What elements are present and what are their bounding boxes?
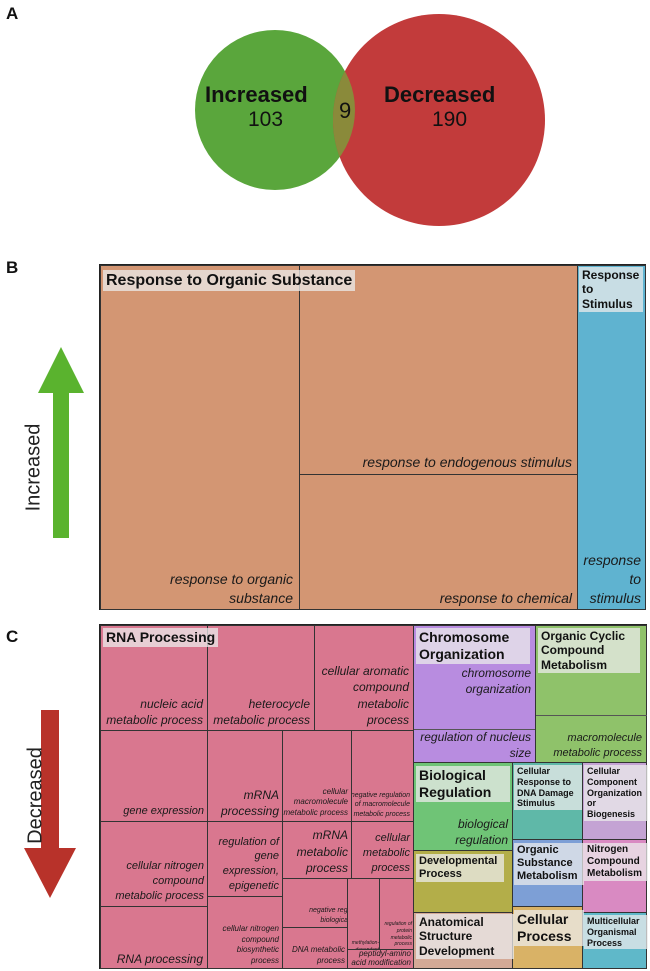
cell-regulation-protein: regulation of protein metabolic process [379, 878, 414, 950]
down-arrow-icon [24, 710, 76, 898]
panel-label-a: A [6, 4, 19, 23]
header-anatomical-structure: Anatomical Structure Development [416, 914, 514, 960]
term-cellular-nitrogen-compound-biosynthetic: cellular nitrogen compound biosynthetic … [222, 923, 279, 966]
cell-cellular-nitrogen: cellular nitrogen compound metabolic pro… [100, 821, 208, 907]
cell-cellular-metabolic: cellular metabolic process [351, 821, 414, 879]
cell-heterocycle-metabolic: heterocycle metabolic process [207, 625, 315, 731]
treemap-cell-organic-substance: response to organic substance [100, 265, 300, 610]
cell-gene-expression: gene expression [100, 730, 208, 822]
header-biological-regulation: Biological Regulation [416, 766, 510, 802]
venn-left-count: 103 [248, 108, 284, 131]
header-dna-damage: Cellular Response to DNA Damage Stimulus [514, 765, 582, 811]
decreased-arrow [24, 710, 76, 898]
axis-label-decreased: Decreased [24, 747, 47, 844]
venn-circle-increased [195, 30, 355, 190]
term-heterocycle-metabolic-process: heterocycle metabolic process [213, 696, 310, 727]
term-response-to-stimulus: response to stimulus [583, 552, 641, 607]
cell-mrna-metabolic: mRNA metabolic process [282, 821, 352, 879]
venn-right-count: 190 [432, 108, 468, 131]
increased-arrow [38, 347, 84, 538]
venn-right-label: Decreased [384, 82, 496, 107]
axis-label-increased: Increased [22, 423, 45, 512]
term-nucleic-acid-metabolic-process: nucleic acid metabolic process [106, 696, 203, 727]
header-chromosome-organization: Chromosome Organization [416, 628, 530, 664]
term-biological-regulation: biological regulation [455, 816, 508, 847]
cell-negative-regulation-macromolecule: negative regulation of macromolecule met… [351, 730, 414, 822]
divider-macromolecule [536, 715, 647, 716]
term-response-to-organic-substance: response to organic substance [170, 571, 293, 607]
treemap-cell-stimulus: response to stimulus [577, 265, 646, 610]
up-arrow-icon [38, 347, 84, 538]
header-organic-substance-metabolism: Organic Substance Metabolism [514, 843, 584, 885]
treemap-cell-endogenous: response to endogenous stimulus [299, 265, 578, 475]
cell-dna-metabolic: DNA metabolic process [282, 927, 348, 969]
cell-cellular-aromatic: cellular aromatic compound metabolic pro… [314, 625, 414, 731]
term-cellular-metabolic-process: cellular metabolic process [362, 832, 410, 875]
header-multicellular-organismal: Multicellular Organismal Process [584, 915, 648, 950]
cell-cellular-macromolecule: cellular macromolecule metabolic process [282, 730, 352, 822]
divider-nucleus-size [414, 729, 536, 730]
header-response-to-organic-substance: Response to Organic Substance [103, 270, 356, 292]
term-peptidyl-amino-acid-modification: peptidyl-amino acid modification [351, 949, 411, 968]
term-cellular-aromatic-compound-metabolic-process: cellular aromatic compound metabolic pro… [321, 664, 409, 727]
term-mrna-metabolic-process: mRNA metabolic process [296, 828, 348, 875]
panel-label-c: C [6, 627, 19, 646]
header-response-to-stimulus: Response to Stimulus [579, 267, 643, 313]
cell-cellular-nitrogen-biosynthetic: cellular nitrogen compound biosynthetic … [207, 896, 283, 969]
term-negative-regulation-macromolecule: negative regulation of macromolecule met… [351, 791, 410, 818]
term-macromolecule-metabolic-process: macromolecule metabolic process [553, 732, 642, 760]
term-cellular-nitrogen-compound-metabolic-process: cellular nitrogen compound metabolic pro… [115, 860, 204, 903]
venn-left-label: Increased [205, 82, 308, 107]
term-response-to-endogenous-stimulus: response to endogenous stimulus [362, 454, 572, 471]
term-gene-expression: gene expression [123, 805, 204, 818]
venn-circle-decreased [333, 14, 545, 226]
header-nitrogen-compound-metabolism: Nitrogen Compound Metabolism [584, 843, 648, 881]
header-developmental-process: Developmental Process [416, 854, 504, 883]
venn-overlap-count: 9 [339, 98, 352, 123]
header-rna-processing: RNA Processing [103, 628, 219, 647]
header-organic-cyclic-compound: Organic Cyclic Compound Metabolism [538, 628, 640, 674]
term-regulation-of-protein-metabolic-process: regulation of protein metabolic process [384, 921, 412, 948]
header-cellular-process: Cellular Process [514, 910, 584, 946]
cell-mrna-processing: mRNA processing [207, 730, 283, 822]
cell-peptidyl-amino-acid: peptidyl-amino acid modification [347, 949, 414, 969]
term-mrna-processing: mRNA processing [220, 787, 279, 818]
term-dna-metabolic-process: DNA metabolic process [291, 945, 345, 966]
panel-label-b: B [6, 258, 19, 277]
cell-regulation-gene-expression: regulation of gene expression, epigeneti… [207, 821, 283, 897]
cell-rna-processing: RNA processing [100, 906, 208, 969]
header-component-organization: Cellular Component Organization or Bioge… [584, 765, 648, 821]
treemap-cell-chemical: response to chemical [299, 474, 578, 610]
term-response-to-chemical: response to chemical [439, 590, 572, 607]
term-chromosome-organization: chromosome organization [461, 666, 531, 697]
term-rna-processing: RNA processing [116, 951, 203, 966]
term-regulation-of-gene-expression-epigenetic: regulation of gene expression, epigeneti… [218, 835, 279, 893]
venn-diagram [195, 14, 545, 226]
term-cellular-macromolecule-metabolic-process: cellular macromolecule metabolic process [283, 786, 348, 818]
term-regulation-of-nucleus-size: regulation of nucleus size [420, 729, 531, 760]
